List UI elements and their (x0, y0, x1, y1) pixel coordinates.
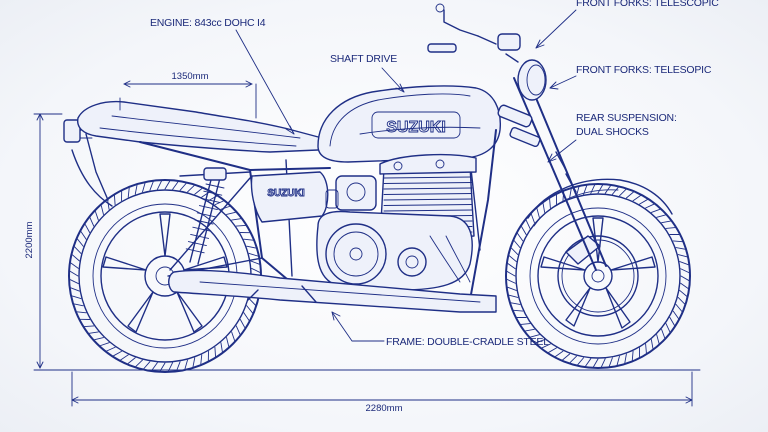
callout-rear-suspension: REAR SUSPENSION: DUAL SHOCKS (547, 112, 677, 163)
callout-front-forks: FRONT FORKS: TELESOPIC (549, 64, 712, 90)
front-forks-label: FRONT FORKS: TELESOPIC (576, 64, 712, 76)
rear-suspension-label-line2: DUAL SHOCKS (576, 126, 649, 138)
exhaust (168, 269, 497, 313)
rear-suspension-label-line1: REAR SUSPENSION: (576, 112, 677, 124)
front-fork (497, 73, 607, 271)
dimension-overall-length: 2280mm (71, 371, 693, 414)
side-cover-logo: SUZUKI (267, 188, 304, 199)
dimension-seat-length: 1350mm (119, 71, 257, 119)
tank-logo: SUZUKI (386, 119, 446, 136)
callout-engine: ENGINE: 843cc DOHC I4 (150, 17, 295, 135)
callout-shaft-drive: SHAFT DRIVE (330, 53, 405, 93)
headlight (505, 53, 547, 101)
rear-shock (185, 167, 227, 265)
handlebar (427, 3, 521, 53)
fuel-tank (317, 85, 501, 163)
engine-label: ENGINE: 843cc DOHC I4 (150, 17, 266, 29)
front-wheel (505, 183, 691, 369)
height-label: 2200mm (24, 221, 35, 258)
dimension-height: 2200mm (24, 113, 71, 371)
callout-frame: FRAME: DOUBLE-CRADLE STEEL (331, 311, 549, 348)
front-fender (527, 178, 673, 227)
overall-length-label: 2280mm (366, 403, 403, 414)
engine (316, 153, 477, 291)
front-forks-top-label: FRONT FORKS: TELESCOPIC (576, 0, 719, 9)
callout-front-forks-top: FRONT FORKS: TELESCOPIC (535, 0, 719, 49)
frame-label: FRAME: DOUBLE-CRADLE STEEL (386, 336, 549, 348)
shaft-drive-label: SHAFT DRIVE (330, 53, 397, 65)
seat (77, 100, 327, 153)
footpeg (247, 285, 317, 303)
seat-length-label: 1350mm (172, 71, 209, 82)
